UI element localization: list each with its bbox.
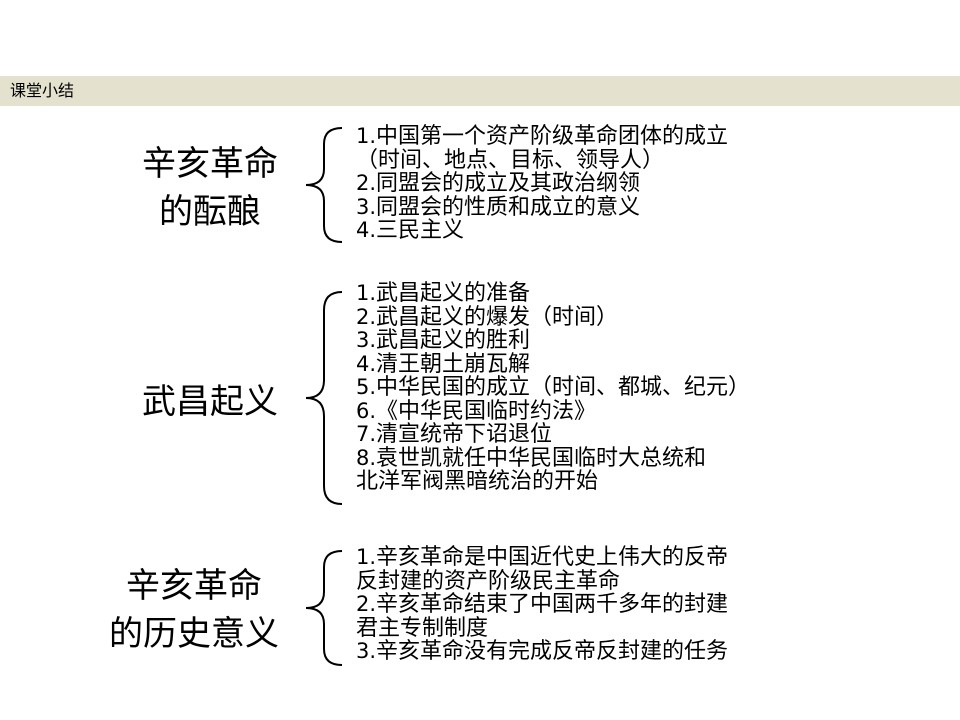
item-number: 8. — [356, 445, 377, 470]
item-number: 1. — [356, 545, 377, 569]
section-title-line: 辛亥革命 — [142, 144, 278, 184]
item-number: 2. — [356, 304, 377, 329]
list-item: 8.袁世凯就任中华民国临时大总统和 — [356, 445, 750, 471]
item-text: 中华民国的成立（时间、都城、纪元） — [376, 375, 751, 400]
list-item: 3.同盟会的性质和成立的意义 — [356, 194, 728, 220]
item-text: 清王朝土崩瓦解 — [376, 351, 531, 377]
item-text: 中国第一个资产阶级革命团体的成立 — [376, 124, 729, 149]
list-item-continuation: 君主专制制度 — [356, 615, 489, 641]
list-item: 7.清宣统帝下诏退位 — [356, 422, 750, 447]
section-title-line: 的历史意义 — [109, 614, 279, 654]
list-item-continuation: （时间、地点、目标、领导人） — [356, 147, 665, 173]
item-text: 清宣统帝下诏退位 — [376, 422, 553, 447]
item-number: 3. — [356, 194, 377, 219]
section-title-2: 武昌起义 — [100, 378, 320, 426]
brace-icon — [305, 127, 343, 243]
item-number: 2. — [356, 171, 377, 195]
item-number: 5. — [356, 375, 377, 399]
section-title-line: 辛亥革命 — [126, 566, 262, 606]
item-number: 4. — [356, 351, 377, 376]
item-text: 袁世凯就任中华民国临时大总统和 — [376, 445, 707, 471]
item-text: 武昌起义的准备 — [376, 281, 531, 306]
item-text: 同盟会的性质和成立的意义 — [376, 194, 641, 220]
item-text: 《中华民国临时约法》 — [376, 398, 597, 424]
item-number: 1. — [356, 124, 377, 148]
list-item: 4.清王朝土崩瓦解 — [356, 351, 750, 377]
item-number: 2. — [356, 592, 377, 616]
list-item: 3.武昌起义的胜利 — [356, 328, 750, 353]
section-title-1: 辛亥革命 的酝酿 — [100, 140, 320, 236]
section-title-line: 的酝酿 — [159, 192, 261, 232]
item-text: 同盟会的成立及其政治纲领 — [376, 171, 641, 196]
item-number: 3. — [356, 639, 377, 663]
list-item: 2.同盟会的成立及其政治纲领 — [356, 171, 728, 196]
page-title: 课堂小结 — [10, 81, 75, 100]
list-item-continuation: 北洋军阀黑暗统治的开始 — [356, 469, 599, 494]
item-list-1: 1.中国第一个资产阶级革命团体的成立 （时间、地点、目标、领导人） 2.同盟会的… — [356, 124, 729, 243]
brace-icon — [305, 291, 343, 505]
list-item: 5.中华民国的成立（时间、都城、纪元） — [356, 375, 751, 400]
item-number: 4. — [356, 218, 377, 242]
item-text: 辛亥革命没有完成反帝反封建的任务 — [376, 639, 729, 664]
item-text: 辛亥革命结束了中国两千多年的封建 — [376, 592, 729, 617]
list-item: 1.中国第一个资产阶级革命团体的成立 — [356, 124, 729, 149]
item-number: 7. — [356, 422, 377, 446]
item-text: 三民主义 — [376, 218, 465, 243]
header-bar: 课堂小结 — [0, 76, 960, 106]
list-item: 6.《中华民国临时约法》 — [356, 398, 750, 424]
section-title-3: 辛亥革命 的历史意义 — [78, 562, 310, 658]
list-item: 2.辛亥革命结束了中国两千多年的封建 — [356, 592, 729, 617]
item-number: 3. — [356, 328, 377, 352]
item-text: 辛亥革命是中国近代史上伟大的反帝 — [376, 545, 729, 570]
item-text: 武昌起义的胜利 — [376, 328, 531, 353]
item-number: 1. — [356, 281, 377, 305]
section-title-line: 武昌起义 — [142, 382, 278, 422]
list-item: 2.武昌起义的爆发（时间） — [356, 304, 750, 330]
item-text: 武昌起义的爆发（时间） — [376, 304, 619, 330]
list-item: 4.三民主义 — [356, 218, 728, 243]
item-list-2: 1.武昌起义的准备 2.武昌起义的爆发（时间） 3.武昌起义的胜利 4.清王朝土… — [356, 281, 751, 494]
brace-icon — [305, 550, 343, 666]
list-item-continuation: 反封建的资产阶级民主革命 — [356, 568, 621, 594]
list-item: 3.辛亥革命没有完成反帝反封建的任务 — [356, 639, 729, 664]
list-item: 1.武昌起义的准备 — [356, 281, 750, 306]
item-number: 6. — [356, 398, 377, 423]
item-list-3: 1.辛亥革命是中国近代史上伟大的反帝 反封建的资产阶级民主革命 2.辛亥革命结束… — [356, 545, 729, 664]
list-item: 1.辛亥革命是中国近代史上伟大的反帝 — [356, 545, 729, 570]
